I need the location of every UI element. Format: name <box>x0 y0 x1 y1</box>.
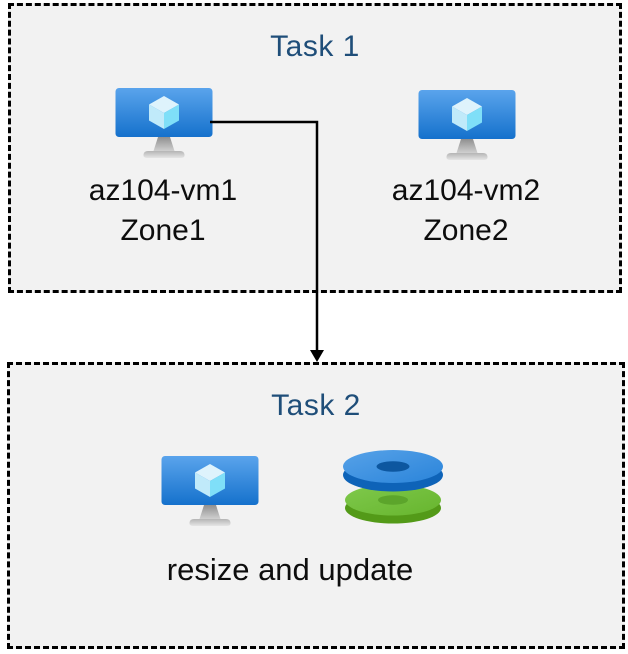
task1-box: Task 1 az104-vm1 Zone1 az104-vm2 Zone2 <box>8 3 622 293</box>
virtual-machine-icon <box>161 456 259 526</box>
virtual-machine-icon <box>418 90 516 160</box>
vm1-label: az104-vm1 Zone1 <box>53 171 273 251</box>
vm2-name: az104-vm2 <box>391 174 541 207</box>
vm1-name: az104-vm1 <box>88 174 238 207</box>
task2-title: Task 2 <box>271 389 361 422</box>
vm2-zone: Zone2 <box>423 214 509 247</box>
task1-title: Task 1 <box>270 30 360 63</box>
virtual-machine-icon <box>115 88 213 158</box>
disks-icon <box>343 450 443 524</box>
vm1-zone: Zone1 <box>120 214 206 247</box>
task2-caption: resize and update <box>166 552 414 587</box>
vm2-label: az104-vm2 Zone2 <box>356 171 576 251</box>
task2-box: Task 2 resize and update <box>7 362 625 649</box>
arrowhead-icon <box>310 350 324 362</box>
